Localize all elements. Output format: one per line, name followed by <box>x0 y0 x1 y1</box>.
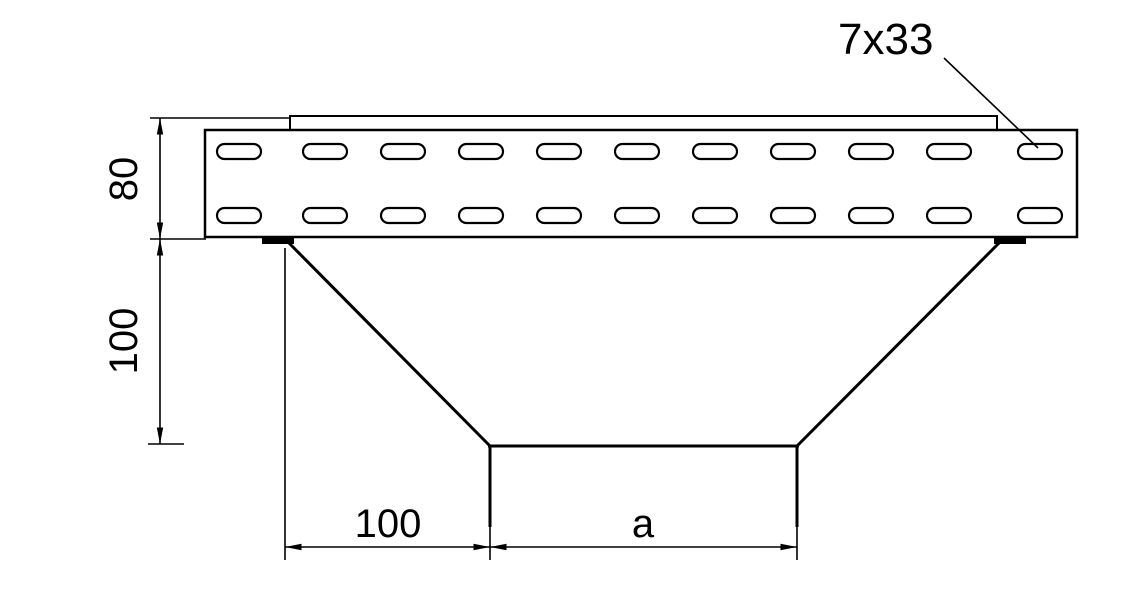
slot-hole <box>215 142 263 161</box>
slot-hole <box>769 206 817 225</box>
slot-hole <box>379 206 427 225</box>
slot-spec-label: 7x33 <box>838 15 933 64</box>
slot-hole <box>925 206 973 225</box>
slot-hole <box>613 142 661 161</box>
dim-label-funnel-height: 100 <box>102 308 146 375</box>
slot-hole <box>535 206 583 225</box>
slot-hole <box>1016 142 1064 161</box>
slot-hole <box>215 206 263 225</box>
slot-hole <box>379 142 427 161</box>
slot-hole <box>847 206 895 225</box>
slot-hole <box>691 206 739 225</box>
slot-hole <box>457 142 505 161</box>
slot-hole <box>1016 206 1064 225</box>
funnel-outline <box>285 239 1003 527</box>
slope-right <box>795 239 1003 448</box>
leader-line-slot-spec <box>943 57 1039 149</box>
slot-hole <box>535 142 583 161</box>
dim-label-rail-height: 80 <box>102 157 146 202</box>
dimension-lines <box>156 118 797 551</box>
slot-hole <box>691 142 739 161</box>
dim-label-bottom-offset: 100 <box>355 502 422 546</box>
slot-hole <box>613 206 661 225</box>
cover-strip <box>289 115 998 131</box>
slot-hole <box>847 142 895 161</box>
slot-row-top <box>215 142 1064 161</box>
slope-left <box>285 239 492 448</box>
slot-row-bottom <box>215 206 1064 225</box>
extension-lines <box>148 117 798 560</box>
slot-hole <box>301 206 349 225</box>
slot-hole <box>769 142 817 161</box>
dim-label-bottom-opening: a <box>632 502 655 546</box>
slot-hole <box>925 142 973 161</box>
slot-hole <box>457 206 505 225</box>
slot-hole <box>301 142 349 161</box>
